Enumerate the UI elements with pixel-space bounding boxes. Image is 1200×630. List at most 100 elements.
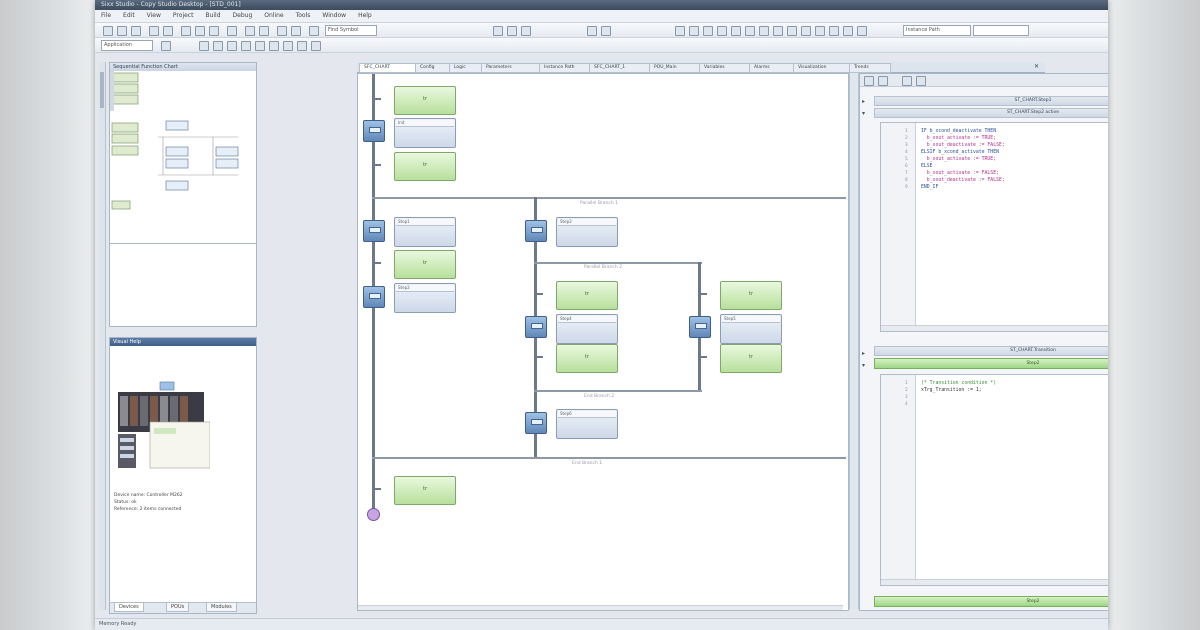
transition-bar[interactable] (698, 356, 707, 358)
tab-instance-path[interactable]: Instance Path (539, 63, 595, 73)
watch-icon[interactable] (773, 26, 783, 36)
expand-icon[interactable] (878, 76, 888, 86)
step-action-block[interactable]: Step3 (556, 217, 618, 247)
section-bar[interactable]: ST_CHART.Step2 active (874, 108, 1108, 118)
tab-trends[interactable]: Trends (849, 63, 891, 73)
tab-parameters[interactable]: Parameters (481, 63, 545, 73)
add-entry-action-icon[interactable] (283, 41, 293, 51)
transition-box[interactable]: tr (720, 281, 782, 310)
transition-bar[interactable] (372, 262, 381, 264)
find-combo[interactable]: Find Symbol (325, 25, 377, 36)
menu-build[interactable]: Build (205, 12, 221, 19)
insert-branch-icon[interactable] (227, 41, 237, 51)
transition-bar[interactable] (372, 488, 381, 490)
transition-box[interactable]: tr (394, 152, 456, 181)
settings-icon[interactable] (857, 26, 867, 36)
simulation-icon[interactable] (829, 26, 839, 36)
tab-alarms[interactable]: Alarms (749, 63, 799, 73)
transition-bar[interactable] (698, 293, 707, 295)
tab-modules[interactable]: Modules (206, 602, 237, 612)
editor-splitter[interactable] (849, 73, 859, 609)
tab-sfc-chart[interactable]: SFC_CHART (359, 63, 421, 73)
step-over-icon[interactable] (717, 26, 727, 36)
insert-jump-icon[interactable] (241, 41, 251, 51)
transition-box[interactable]: tr (394, 86, 456, 115)
open-folder-icon[interactable] (117, 26, 127, 36)
prev-icon[interactable] (161, 41, 171, 51)
step-action-block[interactable]: Step2 (394, 283, 456, 313)
find-icon[interactable] (245, 26, 255, 36)
new-file-icon[interactable] (103, 26, 113, 36)
sfc-step[interactable] (363, 220, 385, 242)
transition-box[interactable]: tr (556, 281, 618, 310)
bookmark-icon[interactable] (493, 26, 503, 36)
write-values-icon[interactable] (801, 26, 811, 36)
horizontal-scrollbar[interactable] (881, 579, 1108, 585)
menu-help[interactable]: Help (358, 12, 372, 19)
jump-end-icon[interactable] (367, 508, 380, 521)
menu-project[interactable]: Project (172, 12, 194, 19)
tab-pous[interactable]: POUs (166, 602, 190, 612)
tab-pou-main[interactable]: POU_Main (649, 63, 705, 73)
step-action-block[interactable]: Init (394, 118, 456, 148)
expand-icon[interactable]: ▸ (862, 350, 866, 357)
menu-window[interactable]: Window (322, 12, 347, 19)
active-step-bar[interactable]: Step2 (874, 596, 1108, 607)
add-exit-action-icon[interactable] (297, 41, 307, 51)
menu-online[interactable]: Online (264, 12, 284, 19)
delete-icon[interactable] (227, 26, 237, 36)
save-icon[interactable] (131, 26, 141, 36)
transition-bar[interactable] (534, 293, 543, 295)
active-step-bar[interactable]: Step2 (874, 358, 1108, 369)
insert-transition-icon[interactable] (213, 41, 223, 51)
add-action-icon[interactable] (269, 41, 279, 51)
transition-box[interactable]: tr (394, 476, 456, 505)
replace-icon[interactable] (259, 26, 269, 36)
sfc-overview-minimap[interactable] (110, 71, 256, 241)
step-action-block[interactable]: Step4 (556, 314, 618, 344)
zoom-out-icon[interactable] (601, 26, 611, 36)
horizontal-scrollbar[interactable] (358, 605, 843, 610)
transition-box[interactable]: tr (720, 344, 782, 373)
copy-icon[interactable] (195, 26, 205, 36)
menu-view[interactable]: View (146, 12, 161, 19)
section-bar[interactable]: ST_CHART.Step1 (874, 96, 1108, 106)
instance-path-combo[interactable]: Instance Path (903, 25, 971, 36)
horizontal-scrollbar[interactable] (881, 325, 1108, 331)
parallel-icon[interactable] (311, 41, 321, 51)
instance-path-input[interactable] (973, 25, 1029, 36)
menu-tools[interactable]: Tools (295, 12, 311, 19)
transition-bar[interactable] (534, 356, 543, 358)
transition-bar[interactable] (372, 164, 381, 166)
tab-visualization[interactable]: Visualization (793, 63, 855, 73)
run-icon[interactable] (675, 26, 685, 36)
prev-bookmark-icon[interactable] (521, 26, 531, 36)
reset-icon[interactable] (703, 26, 713, 36)
dock-tab-handle[interactable] (100, 72, 104, 108)
build-icon[interactable] (277, 26, 287, 36)
redo-icon[interactable] (163, 26, 173, 36)
transition-box[interactable]: tr (556, 344, 618, 373)
sfc-step[interactable] (525, 316, 547, 338)
transition-bar[interactable] (372, 98, 381, 100)
menu-edit[interactable]: Edit (123, 12, 135, 19)
undo-icon[interactable] (149, 26, 159, 36)
collapse-icon[interactable] (864, 76, 874, 86)
sfc-step[interactable] (363, 120, 385, 142)
sfc-step[interactable] (525, 220, 547, 242)
zoom-in-icon[interactable] (587, 26, 597, 36)
expand-icon[interactable]: ▾ (862, 362, 866, 369)
menu-debug[interactable]: Debug (232, 12, 253, 19)
sfc-step[interactable] (689, 316, 711, 338)
application-combo[interactable]: Application (101, 40, 153, 51)
insert-macro-icon[interactable] (255, 41, 265, 51)
move-down-icon[interactable] (916, 76, 926, 86)
force-icon[interactable] (787, 26, 797, 36)
trace-icon[interactable] (843, 26, 853, 36)
rebuild-icon[interactable] (291, 26, 301, 36)
sfc-step[interactable] (525, 412, 547, 434)
login-icon[interactable] (309, 26, 319, 36)
transition-box[interactable]: tr (394, 250, 456, 279)
tab-devices[interactable]: Devices (114, 602, 144, 612)
step-action-block[interactable]: Step5 (720, 314, 782, 344)
